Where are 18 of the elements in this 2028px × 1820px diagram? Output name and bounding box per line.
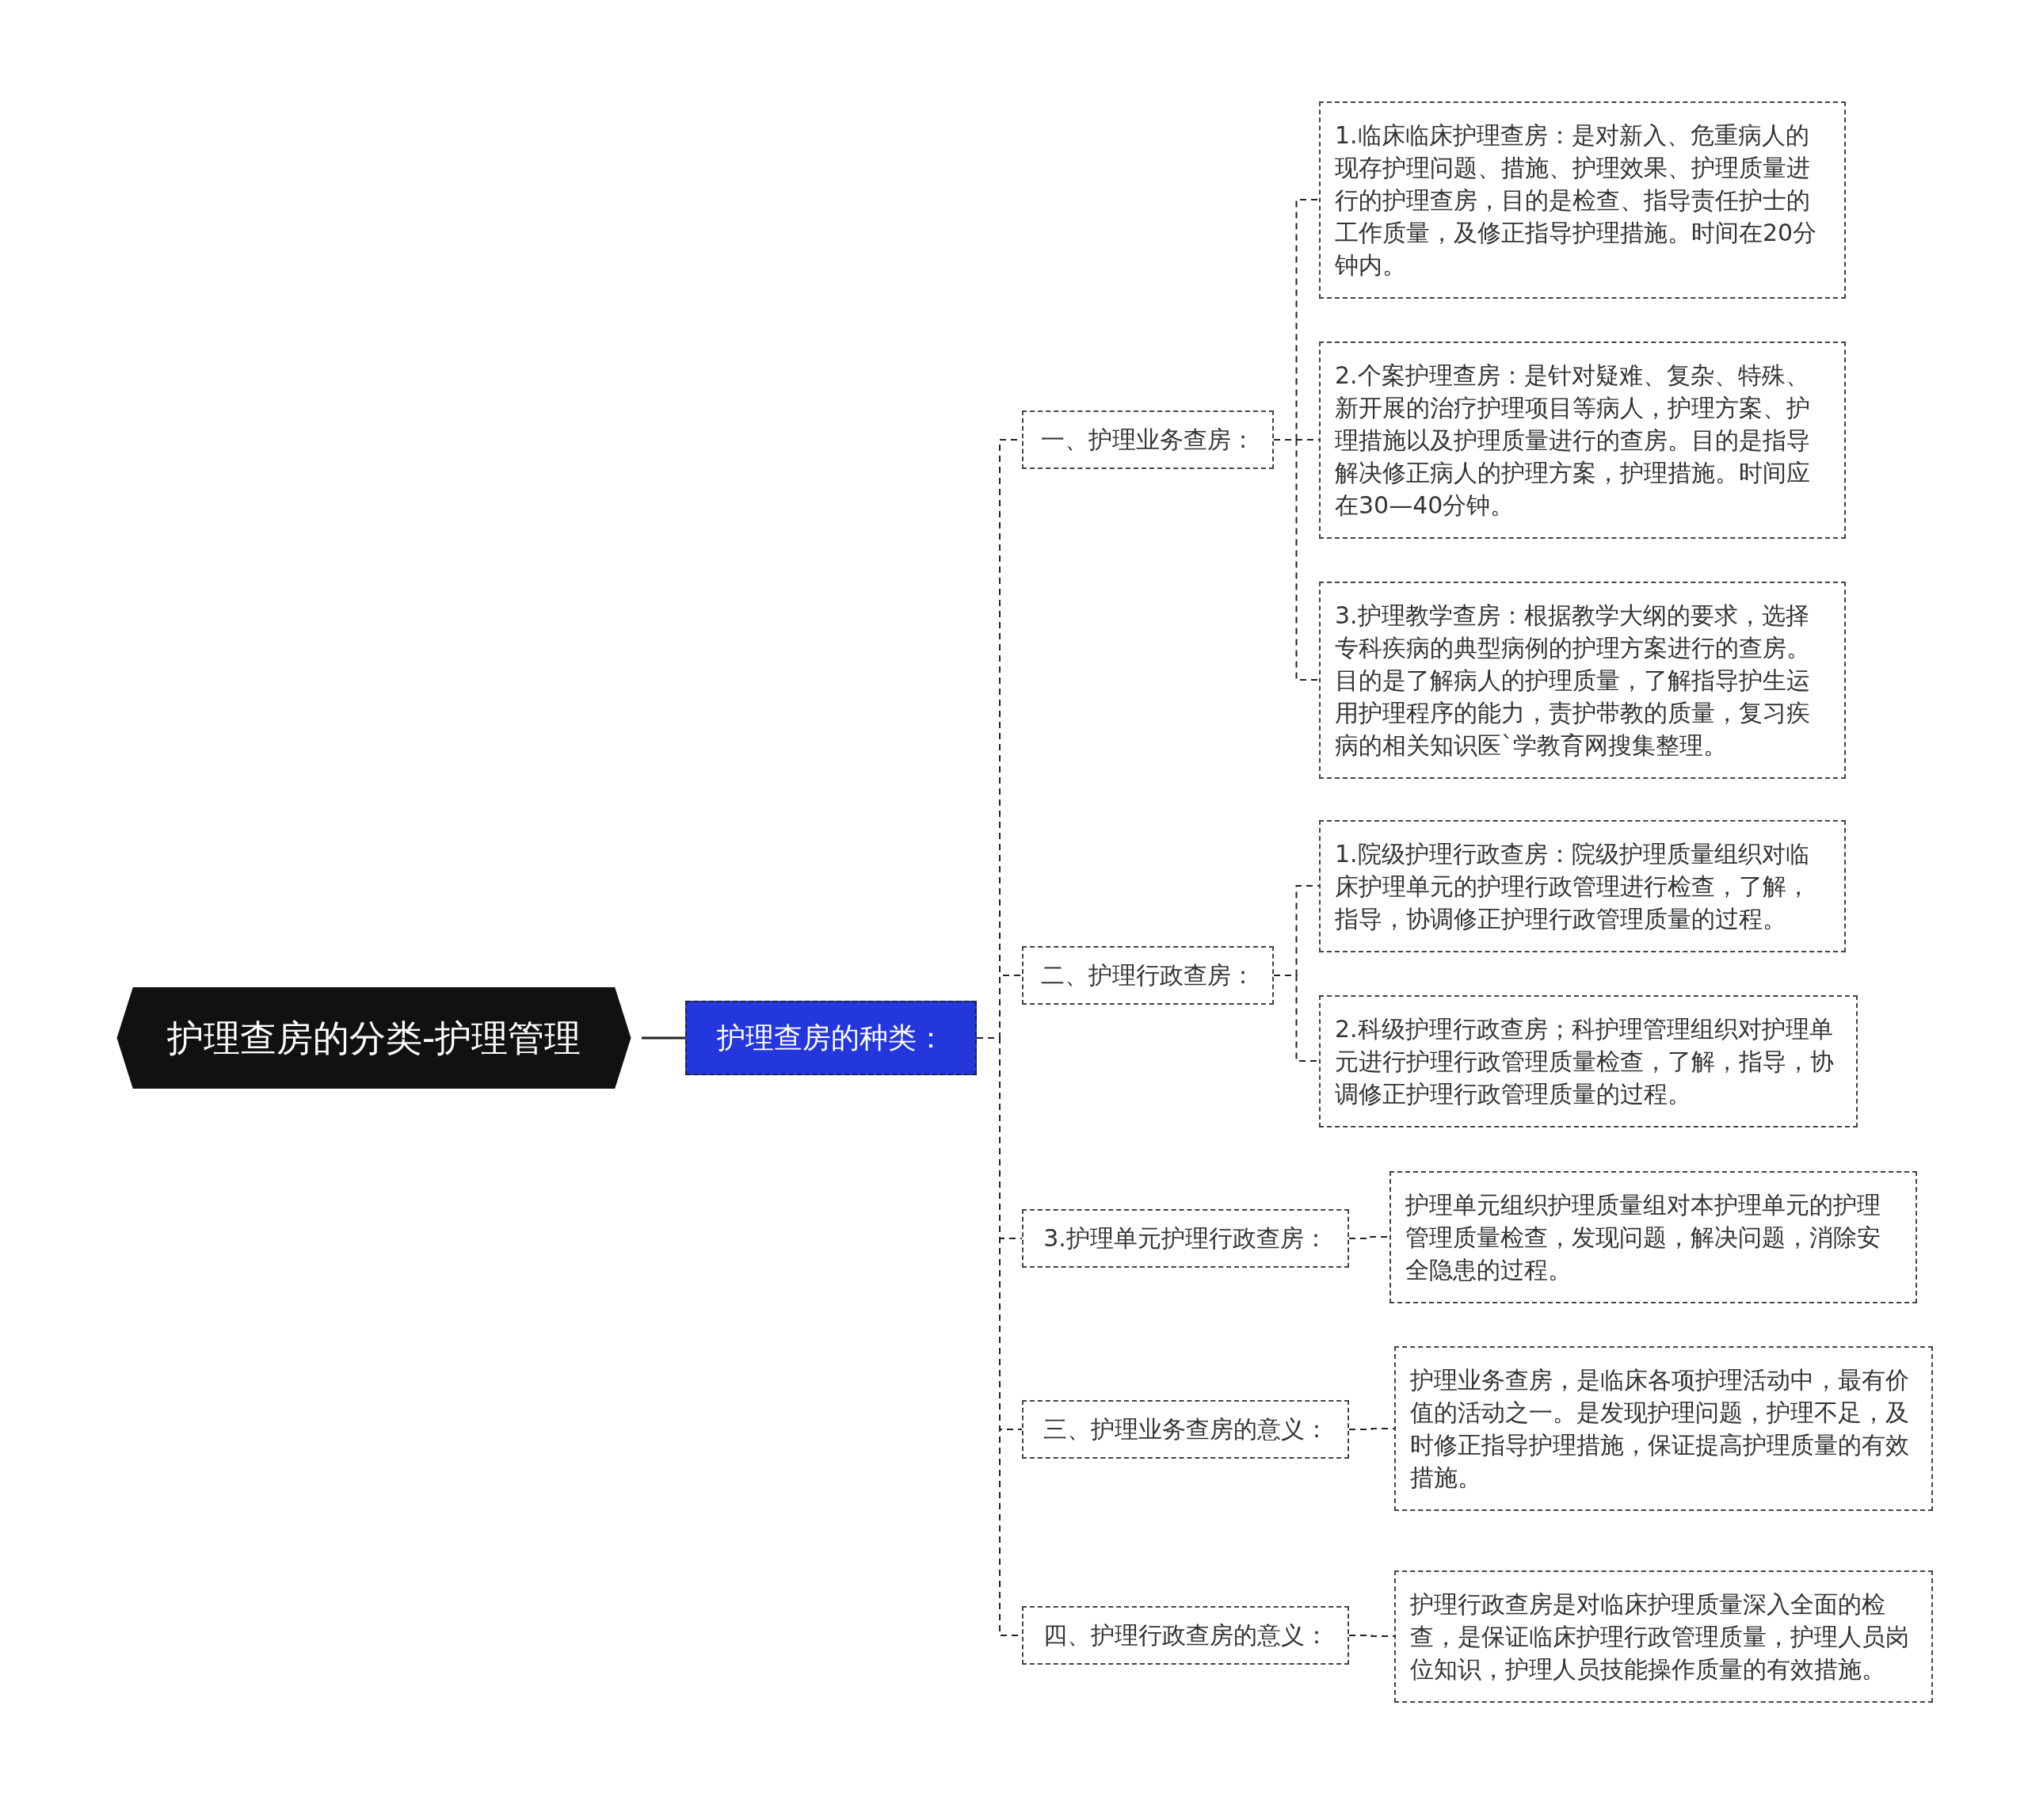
text-box: 2.个案护理查房：是针对疑难、复杂、特殊、新开展的治疗护理项目等病人，护理方案、护理措施以及护理质量进行的查房。目的是指导解决修正病人的护理方案，护理措施。时间应在30—40分钟。 — [1319, 341, 1846, 539]
connector — [1348, 1635, 1395, 1637]
branch-box: 3.护理单元护理行政查房： — [1022, 1209, 1349, 1268]
connector — [1348, 1428, 1395, 1430]
text-box: 2.科级护理行政查房；科护理管理组织对护理单元进行护理行政管理质量检查，了解，指导，协调修正护理行政管理质量的过程。 — [1319, 994, 1858, 1127]
text-box: 1.院级护理行政查房：院级护理质量组织对临床护理单元的护理行政管理进行检查，了解，指导，协调修正护理行政管理质量的过程。 — [1319, 819, 1846, 952]
branch-box: 二、护理行政查房： — [1022, 946, 1274, 1005]
text-box: 1.临床临床护理查房：是对新入、危重病人的现存护理问题、措施、护理效果、护理质量进行的护理查房，目的是检查、指导责任护士的工作质量，及修正指导护理措施。时间在20分钟内。 — [1319, 101, 1846, 299]
text-box: 护理行政查房是对临床护理质量深入全面的检查，是保证临床护理行政管理质量，护理人员岗位知识，护理人员技能操作质量的有效措施。 — [1394, 1570, 1933, 1703]
topic-box: 护理查房的种类： — [685, 1001, 977, 1075]
branch-box: 三、护理业务查房的意义： — [1022, 1400, 1349, 1459]
connector — [1273, 439, 1320, 681]
text-box: 护理业务查房，是临床各项护理活动中，最有价值的活动之一。是发现护理问题，护理不足，及时修正指导护理措施，保证提高护理质量的有效措施。 — [1394, 1346, 1933, 1511]
text-box: 3.护理教学查房：根据教学大纲的要求，选择专科疾病的典型病例的护理方案进行的查房。目的是了解病人的护理质量，了解指导护生运用护理程序的能力，责护带教的质量，复习疾病的相关知识医`学教育网搜集整理。 — [1319, 581, 1846, 779]
branch-box: 一、护理业务查房： — [1022, 410, 1274, 469]
text-box: 护理单元组织护理质量组对本护理单元的护理管理质量检查，发现问题，解决问题，消除安全隐患的过程。 — [1389, 1170, 1917, 1303]
connector — [642, 1036, 685, 1040]
branch-box: 四、护理行政查房的意义： — [1022, 1606, 1349, 1665]
